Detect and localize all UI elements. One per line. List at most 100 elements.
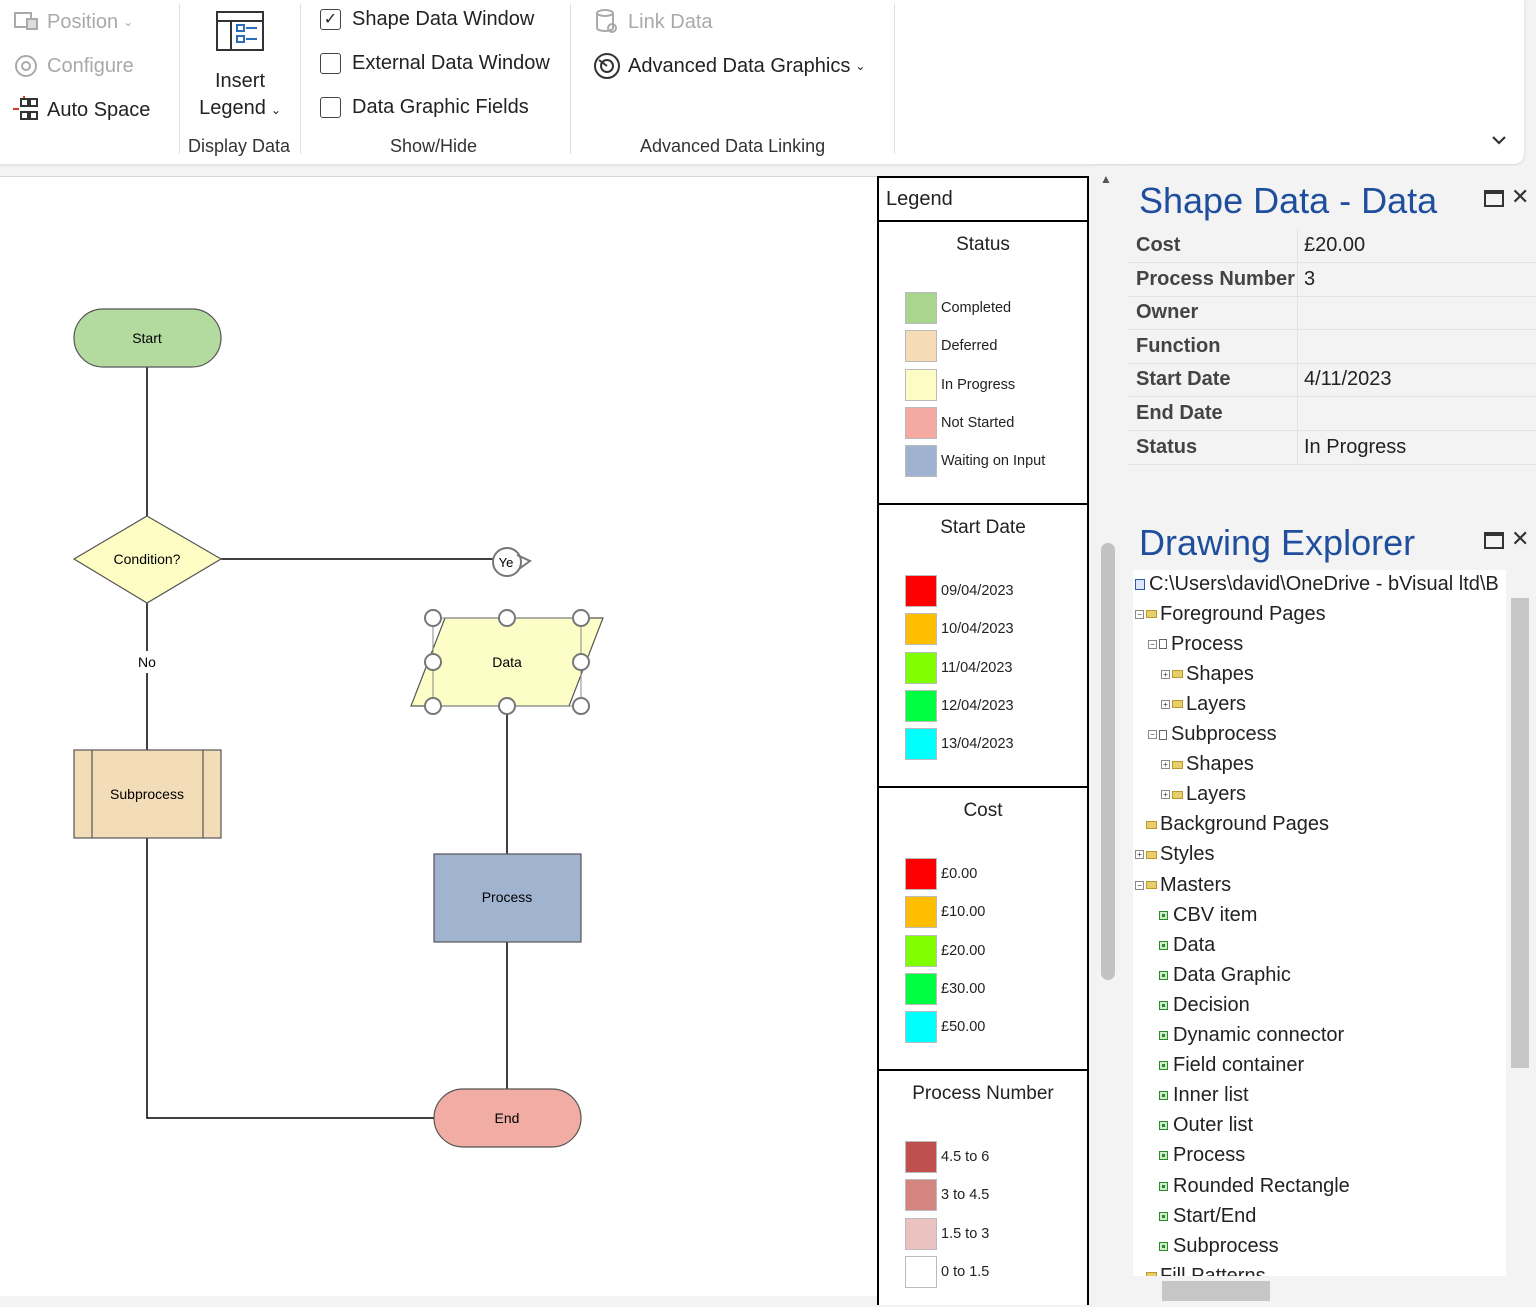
shape-data-row[interactable]: Function [1128, 329, 1536, 364]
chevron-down-icon: ⌄ [855, 59, 866, 73]
master-icon [1159, 1121, 1168, 1131]
collapse-icon[interactable]: − [1148, 730, 1157, 739]
legend-section-cost: Cost £0.00£10.00£20.00£30.00£50.00 [879, 788, 1087, 1071]
tree-node[interactable]: Decision [1148, 990, 1250, 1020]
shape-data-row[interactable]: End Date [1128, 397, 1536, 431]
legend-swatch [905, 896, 937, 929]
folder-icon [1172, 790, 1183, 799]
data-graphic-fields-checkbox[interactable]: Data Graphic Fields [320, 96, 529, 119]
start-shape[interactable]: Start [73, 308, 222, 368]
tree-node[interactable]: Outer list [1148, 1111, 1253, 1141]
shape-data-key: Owner [1128, 296, 1298, 330]
close-panel-button[interactable]: ✕ [1511, 526, 1529, 552]
folder-icon [1146, 881, 1157, 889]
configure-button[interactable]: Configure [12, 52, 134, 80]
tree-node[interactable]: Data Graphic [1148, 960, 1291, 990]
expand-icon[interactable]: + [1161, 669, 1170, 679]
maximize-panel-button[interactable] [1484, 532, 1504, 549]
tree-spacer [1148, 941, 1157, 950]
tree-spacer [1148, 911, 1157, 920]
collapse-ribbon-button[interactable] [1489, 130, 1509, 150]
expand-icon[interactable]: + [1135, 850, 1144, 860]
insert-legend-button[interactable]: Insert Legend⌄ [186, 10, 294, 123]
tree-node[interactable]: −Subprocess [1148, 720, 1277, 750]
tree-node-label: Dynamic connector [1173, 1024, 1345, 1046]
tree-node[interactable]: Start/End [1148, 1201, 1256, 1231]
tree-spacer [1148, 1001, 1157, 1010]
shape-data-value[interactable]: £20.00 [1304, 234, 1366, 256]
data-shape[interactable]: Data [410, 609, 604, 715]
master-icon [1159, 970, 1168, 980]
process-shape[interactable]: Process [433, 853, 582, 943]
tree-node[interactable]: −Process [1148, 629, 1243, 659]
chevron-down-icon: ⌄ [123, 15, 134, 29]
selection-handles[interactable] [424, 609, 590, 715]
tree-scroll-thumb[interactable] [1511, 598, 1529, 1068]
legend-item: 0 to 1.5 [905, 1255, 989, 1288]
drawing-explorer-tree[interactable]: C:\Users\david\OneDrive - bVisual ltd\B−… [1133, 570, 1506, 1276]
position-button[interactable]: Position ⌄ [12, 8, 133, 36]
connector-subprocess-end[interactable] [146, 838, 434, 1119]
shape-data-value[interactable]: 4/11/2023 [1304, 368, 1392, 391]
tree-node[interactable]: +Layers [1161, 780, 1246, 810]
canvas-scroll-thumb[interactable] [1101, 543, 1115, 980]
auto-space-button[interactable]: Auto Space [12, 96, 150, 124]
expand-icon[interactable]: + [1161, 790, 1170, 800]
legend-item: 3 to 4.5 [905, 1179, 989, 1212]
data-graphic-fields-label: Data Graphic Fields [352, 96, 529, 118]
legend-icon [215, 10, 265, 57]
tree-node[interactable]: +Layers [1161, 689, 1246, 719]
tree-node[interactable]: +Styles [1135, 840, 1214, 870]
tree-node[interactable]: Inner list [1148, 1081, 1249, 1111]
external-data-window-checkbox[interactable]: External Data Window [320, 52, 550, 75]
legend-swatch [905, 445, 937, 478]
drawing-canvas[interactable]: Start Condition? No Ye Data [0, 176, 878, 1296]
maximize-panel-button[interactable] [1484, 190, 1504, 207]
shape-data-row[interactable]: Cost £20.00 [1128, 229, 1536, 263]
tree-node-label: Foreground Pages [1160, 602, 1326, 625]
tree-node[interactable]: −Masters [1135, 870, 1231, 900]
collapse-icon[interactable]: − [1135, 609, 1144, 619]
advanced-data-graphics-button[interactable]: Advanced Data Graphics ⌄ [593, 52, 865, 80]
end-shape[interactable]: End [433, 1088, 582, 1148]
tree-node[interactable]: Dynamic connector [1148, 1021, 1344, 1051]
collapse-icon[interactable]: − [1135, 880, 1144, 890]
legend-item-label: 13/04/2023 [941, 736, 1014, 753]
shape-data-key: Cost [1128, 229, 1298, 262]
tree-node[interactable]: Field container [1148, 1051, 1304, 1081]
tree-node[interactable]: +Shapes [1161, 659, 1254, 689]
shape-data-value[interactable]: 3 [1304, 267, 1316, 290]
rotation-handle[interactable]: Ye [492, 547, 532, 577]
tree-horizontal-scroll-thumb[interactable] [1162, 1281, 1270, 1301]
shape-data-row[interactable]: Owner [1128, 296, 1536, 331]
shape-data-window-checkbox[interactable]: ✓ Shape Data Window [320, 8, 534, 31]
expand-icon[interactable]: + [1161, 699, 1170, 709]
tree-node[interactable]: Process [1148, 1141, 1245, 1171]
tree-node[interactable]: Background Pages [1135, 810, 1329, 840]
condition-shape-label: Condition? [114, 551, 181, 567]
tree-node[interactable]: +Shapes [1161, 750, 1254, 780]
tree-node[interactable]: − Foreground Pages [1135, 599, 1326, 629]
shape-data-value[interactable]: In Progress [1304, 435, 1407, 458]
link-data-button[interactable]: Link Data [593, 8, 713, 36]
condition-shape[interactable]: Condition? [72, 515, 223, 604]
tree-node[interactable]: Data [1148, 930, 1215, 960]
tree-node[interactable]: C:\Users\david\OneDrive - bVisual ltd\B [1135, 570, 1499, 599]
scroll-up-arrow-icon[interactable]: ▲ [1100, 172, 1112, 186]
master-icon [1159, 1091, 1168, 1101]
tree-node[interactable]: Subprocess [1148, 1231, 1279, 1261]
tree-node[interactable]: Rounded Rectangle [1148, 1171, 1350, 1201]
tree-node[interactable]: CBV item [1148, 900, 1257, 930]
legend-item: £30.00 [905, 972, 985, 1005]
subprocess-shape[interactable]: Subprocess [73, 749, 222, 839]
collapse-icon[interactable]: − [1148, 639, 1157, 649]
insert-legend-label-2: Legend⌄ [199, 97, 281, 119]
tree-node[interactable]: Fill Patterns [1135, 1261, 1266, 1276]
close-panel-button[interactable]: ✕ [1511, 184, 1529, 210]
expand-icon[interactable]: + [1161, 760, 1170, 770]
maximize-icon [1484, 532, 1504, 549]
